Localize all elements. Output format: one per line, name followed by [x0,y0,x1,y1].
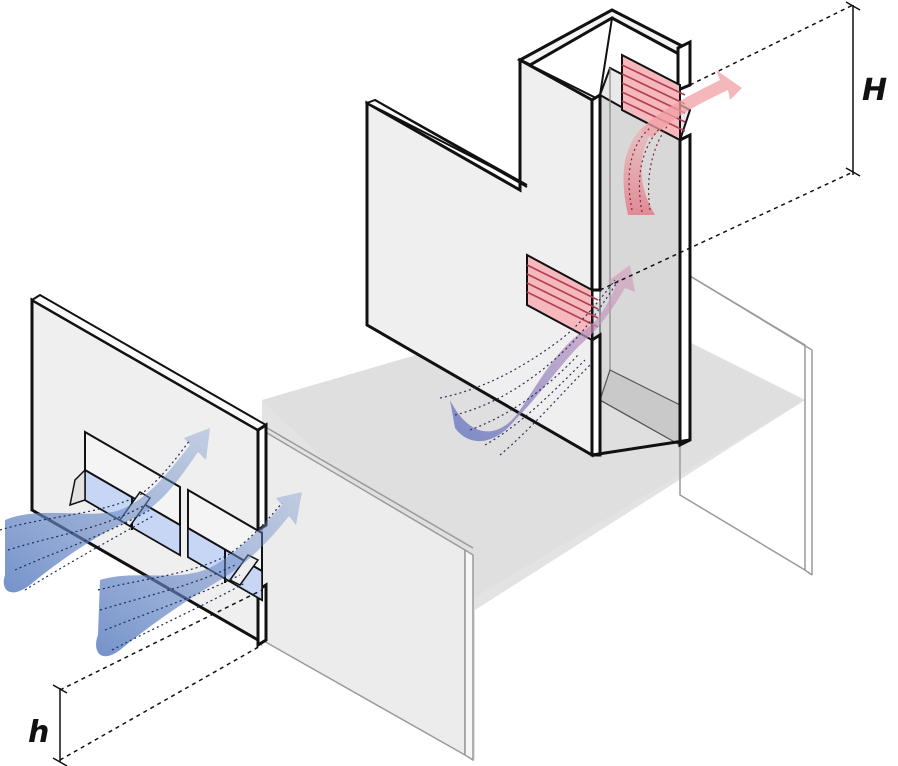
stack-height-dimension: H [599,1,887,291]
inlet-height-label: h [28,715,49,750]
lower-louver [526,253,599,342]
warm-airflow [623,70,742,215]
ventilation-stack [516,8,692,457]
cool-airflow-upper [0,428,210,593]
cool-airflow-lower [96,492,302,657]
inlet-height-dimension: h [28,589,263,766]
stack-height-label: H [862,73,887,108]
